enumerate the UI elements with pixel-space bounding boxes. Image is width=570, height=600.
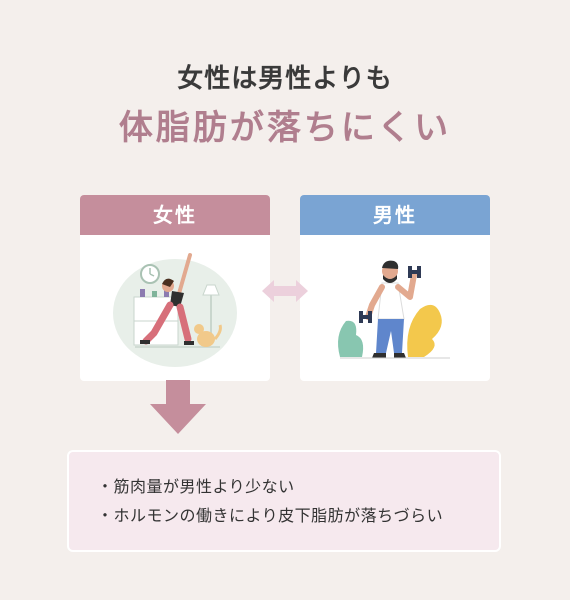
reason-item: ・ホルモンの働きにより皮下脂肪が落ちづらい [97, 506, 444, 525]
female-card: 女性 [80, 195, 270, 381]
female-card-header: 女性 [80, 195, 270, 235]
woman-stretching-illustration [113, 253, 237, 367]
down-arrow-icon [150, 380, 206, 434]
title-line-1: 女性は男性よりも [177, 64, 393, 94]
reasons-box: ・筋肉量が男性より少ない ・ホルモンの働きにより皮下脂肪が落ちづらい [67, 450, 501, 552]
reason-item: ・筋肉量が男性より少ない [97, 477, 295, 496]
male-card-header: 男性 [300, 195, 490, 235]
male-card: 男性 [300, 195, 490, 381]
double-arrow-icon [262, 280, 308, 302]
title-line-2: 体脂肪が落ちにくい [118, 108, 452, 148]
man-dumbbell-illustration [338, 260, 450, 359]
